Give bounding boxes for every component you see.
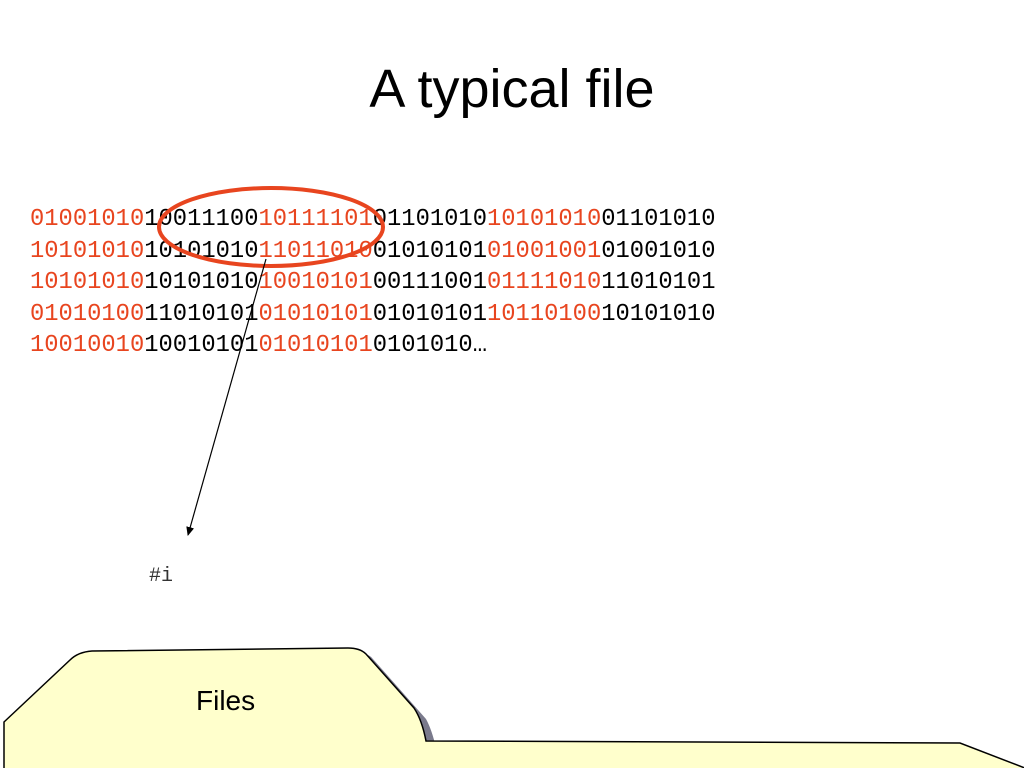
byte-segment: 10101010: [30, 237, 145, 265]
pointer-arrow: [186, 258, 267, 536]
byte-segment: 11010101: [144, 300, 259, 328]
binary-line: 1010101010101010110110100101010101001001…: [30, 236, 716, 268]
binary-line: 1001001010010101010101010101010…: [30, 330, 716, 362]
binary-line: 1010101010101010100101010011100101111010…: [30, 267, 716, 299]
pointer-label: #i: [149, 565, 174, 588]
binary-line: 0101010011010101010101010101010110110100…: [30, 299, 716, 331]
byte-segment: 10010101: [258, 269, 373, 296]
byte-segment: 01010101: [372, 300, 487, 328]
binary-data-block: 0100101010011100101111010110101010101010…: [30, 204, 716, 362]
byte-segment: 01001010: [601, 237, 716, 265]
folder-label: Files: [196, 685, 256, 716]
byte-segment: 01001010: [30, 206, 145, 233]
slide-title: A typical file: [369, 59, 655, 119]
byte-segment: 00111001: [372, 269, 487, 296]
folder-shape: [3, 647, 1024, 768]
byte-segment: 01111010: [487, 269, 602, 296]
byte-segment: 01010101: [372, 237, 487, 265]
byte-segment: 10101010: [601, 300, 716, 328]
byte-segment: 10111101: [258, 206, 373, 233]
byte-segment: 10101010: [144, 269, 259, 296]
byte-segment: 01010101: [258, 300, 373, 328]
byte-segment: 11010101: [601, 269, 716, 296]
binary-line: 0100101010011100101111010110101010101010…: [30, 204, 716, 236]
byte-segment: 10110100: [487, 300, 602, 328]
byte-segment: 01010101: [258, 332, 373, 359]
byte-segment: 10010010: [30, 332, 145, 359]
byte-segment: 10101010: [30, 269, 145, 296]
byte-segment: 01010100: [30, 300, 145, 328]
byte-segment: 0101010…: [372, 332, 487, 359]
byte-segment: 11011010: [258, 237, 373, 265]
byte-segment: 10101010: [144, 237, 259, 265]
byte-segment: 01101010: [372, 206, 487, 233]
byte-segment: 10101010: [487, 206, 602, 233]
highlight-ellipse: [157, 186, 385, 268]
byte-segment: 01101010: [601, 206, 716, 233]
byte-segment: 01001001: [487, 237, 602, 265]
